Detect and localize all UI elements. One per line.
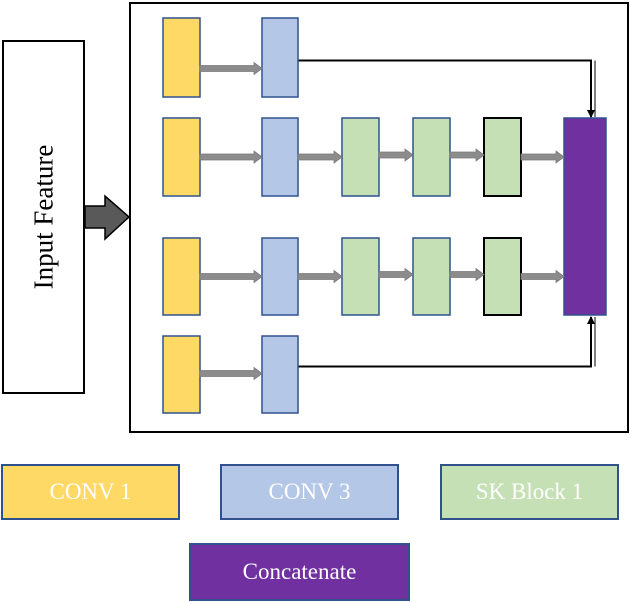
- legend-concatenate: Concatenate: [189, 543, 410, 601]
- row3-sk-block-1: [341, 237, 380, 316]
- row3-conv3-to-sk1-arrow: [297, 269, 343, 284]
- row2-conv1-to-conv3-arrow: [199, 150, 263, 164]
- row4-conv1-to-conv3-arrow: [199, 366, 263, 381]
- input-arrow: [84, 194, 131, 241]
- legend-conv3-label: CONV 3: [268, 479, 351, 504]
- row1-conv1-block: [162, 17, 201, 98]
- legend-concatenate-label: Concatenate: [242, 559, 357, 584]
- row4-conv3-block: [261, 335, 299, 414]
- row2-sk-block-2: [412, 117, 451, 197]
- row2-conv3-block: [261, 117, 299, 197]
- row3-sk3-to-concat-arrow: [520, 269, 565, 284]
- row3-sk2-to-sk3-arrow: [449, 267, 485, 282]
- row3-conv3-block: [261, 237, 299, 316]
- row2-sk1-to-sk2-arrow: [378, 148, 414, 162]
- row2-conv1-block: [162, 117, 201, 197]
- row1-skip-arrow: [298, 59, 595, 118]
- row3-sk-block-3: [483, 237, 522, 316]
- row2-sk3-to-concat-arrow: [520, 150, 565, 164]
- input-feature-box: Input Feature: [2, 40, 85, 394]
- concatenate-block: [563, 117, 607, 316]
- architecture-frame: [129, 2, 629, 433]
- row1-conv3-block: [261, 17, 299, 98]
- row4-skip-arrow: [298, 316, 595, 368]
- row2-conv3-to-sk1-arrow: [297, 150, 343, 164]
- legend-conv1: CONV 1: [1, 464, 180, 520]
- row2-sk-block-1: [341, 117, 380, 197]
- row3-sk-block-2: [412, 237, 451, 316]
- row3-sk1-to-sk2-arrow: [378, 267, 414, 282]
- row3-conv1-to-conv3-arrow: [199, 269, 263, 284]
- legend-sk-block-label: SK Block 1: [475, 479, 584, 504]
- legend-conv3: CONV 3: [220, 464, 399, 520]
- row2-sk2-to-sk3-arrow: [449, 148, 485, 162]
- row2-sk-block-3: [483, 117, 522, 197]
- row4-conv1-block: [162, 335, 201, 414]
- legend-conv1-label: CONV 1: [49, 479, 132, 504]
- legend-sk-block: SK Block 1: [440, 464, 619, 520]
- row1-conv1-to-conv3-arrow: [199, 61, 263, 76]
- row3-conv1-block: [162, 237, 201, 316]
